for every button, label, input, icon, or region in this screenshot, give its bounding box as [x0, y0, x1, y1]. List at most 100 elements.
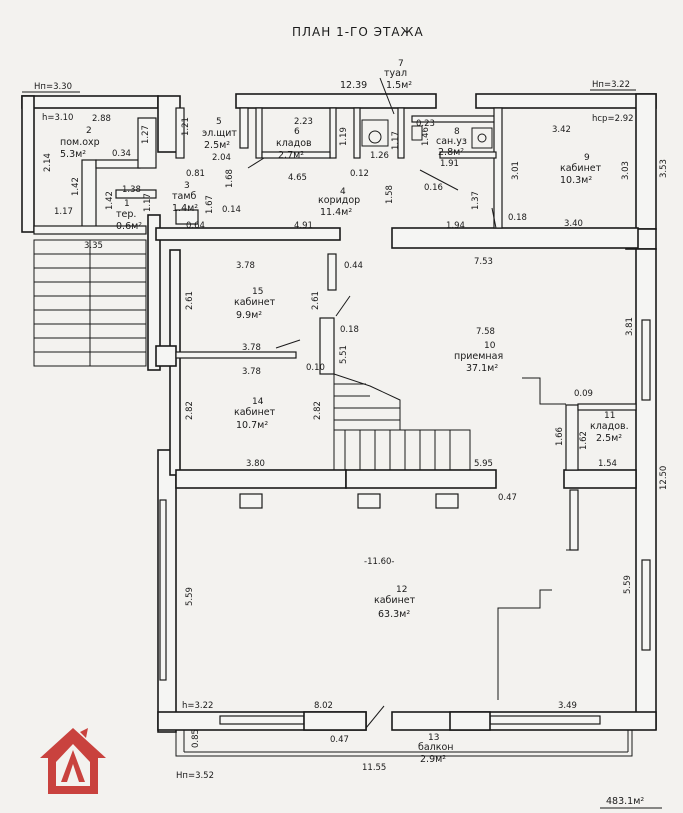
wall-right-top — [635, 93, 657, 230]
wall-room6-right — [329, 107, 337, 159]
sink-small-icon — [411, 125, 423, 141]
dim-label: 0.14 — [222, 205, 241, 215]
room-13-name: балкон — [418, 742, 454, 753]
dim-label: 2.23 — [294, 117, 313, 127]
dim-label: 7.53 — [474, 257, 493, 267]
wall-room3-door — [175, 209, 199, 225]
dim-label: 1.54 — [598, 459, 617, 469]
dim-label: 5.59 — [185, 587, 195, 606]
wall-room3-top — [115, 189, 157, 199]
dim-label: 1.91 — [440, 159, 459, 169]
dim-label: 2.82 — [313, 401, 323, 420]
dim-label: 1.17 — [143, 193, 153, 212]
dim-label: 0.34 — [112, 149, 131, 159]
wall-room5-right — [239, 107, 249, 149]
pier-left — [155, 345, 177, 367]
dim-label: 3.78 — [242, 343, 261, 353]
wall-room7-right — [397, 107, 405, 159]
column-1 — [239, 493, 263, 509]
room-10-area: 37.1м² — [466, 363, 498, 374]
room-4-name: коридор — [318, 195, 360, 206]
dim-label: 0.85 — [191, 729, 201, 748]
dim-label: 12.39 — [340, 80, 367, 91]
room-labels: 1 тер. 0.6м² 2 пом.охр 5.3м² 3 тамб 1.4м… — [60, 59, 629, 765]
room-5-area: 2.5м² — [204, 140, 230, 151]
dim-label: 0.10 — [306, 363, 325, 373]
window-right-1 — [641, 319, 651, 401]
dim-label: 3.03 — [621, 161, 631, 180]
wall-room12-north — [345, 469, 497, 489]
room-6-num: 6 — [294, 127, 300, 137]
dim-label: 1.37 — [471, 191, 481, 210]
room-5-name: эл.щит — [202, 128, 237, 139]
wall-room14-south — [175, 469, 347, 489]
dim-label: 0.47 — [498, 493, 517, 503]
door-swing-room15 — [275, 339, 301, 349]
dim-label: 2.04 — [212, 153, 231, 163]
dim-label: 1.68 — [225, 169, 235, 188]
room-6-area: 2.7м² — [278, 150, 304, 161]
dim-label: 1.46 — [421, 127, 431, 146]
wall-room9-left — [493, 107, 503, 229]
room-8-name: сан.уз — [436, 136, 467, 147]
toilet-bowl-icon — [368, 130, 382, 144]
room-1-name: тер. — [116, 209, 136, 220]
wall-room7-left — [353, 107, 361, 159]
pier-bottom-1 — [303, 711, 367, 731]
dim-label: 2.82 — [185, 401, 195, 420]
stairs-left — [33, 239, 147, 367]
room-15-name: кабинет — [234, 297, 276, 308]
dim-label: 0.44 — [344, 261, 363, 271]
wall-room11-south — [563, 469, 637, 489]
balcony-outline — [175, 730, 633, 757]
height-top-left: Hп=3.30 — [34, 82, 72, 92]
height-room2: h=3.10 — [42, 113, 73, 123]
wall-room15-right — [327, 253, 337, 291]
dim-label: 0.18 — [340, 325, 359, 335]
height-top-right: Hп=3.22 — [592, 80, 630, 90]
dim-label: 1.58 — [385, 185, 395, 204]
dim-label: 1.67 — [205, 195, 215, 214]
room-11-num: 11 — [604, 411, 615, 421]
room-1-num: 1 — [124, 199, 130, 209]
wall-room6-left — [255, 107, 263, 159]
wall-left-top — [21, 95, 35, 233]
wall-room8-south — [439, 151, 497, 159]
wall-stairs-top — [33, 225, 147, 235]
wall-room14-right — [319, 317, 335, 375]
height-bottom: Hп=3.52 — [176, 771, 214, 781]
window-bottom-1 — [219, 715, 305, 725]
room-2-name: пом.охр — [60, 137, 100, 148]
room-11-area: 2.5м² — [596, 433, 622, 444]
room-10-num: 10 — [484, 341, 496, 351]
room-4-num: 4 — [340, 187, 346, 197]
dim-label: 2.88 — [92, 114, 111, 124]
room-5-num: 5 — [216, 117, 222, 127]
door-swing-bottom — [365, 705, 385, 729]
dim-label: 3.42 — [552, 125, 571, 135]
room-12-area: 63.3м² — [378, 609, 410, 620]
misc-lines — [22, 77, 636, 757]
dim-label: 0.16 — [424, 183, 443, 193]
wall-room11-top — [577, 403, 637, 411]
wall-room15-14 — [175, 351, 297, 359]
wall-room5-left — [175, 107, 185, 159]
dim-label: 3.40 — [564, 219, 583, 229]
room-1-area: 0.6м² — [116, 221, 142, 232]
window-right-2 — [641, 559, 651, 651]
dim-label: 2.61 — [311, 291, 321, 310]
dim-label: 1.17 — [391, 131, 401, 150]
room-10-name: приемная — [454, 351, 503, 362]
room-9-area: 10.3м² — [560, 175, 592, 186]
dim-label: 1.27 — [141, 125, 151, 144]
room-7-num: 7 — [398, 59, 404, 69]
wall-room2-inner — [81, 159, 97, 233]
dim-label: 4.91 — [294, 221, 313, 231]
column-3 — [435, 493, 459, 509]
wall-room2-right — [137, 117, 157, 169]
room-2-num: 2 — [86, 126, 92, 136]
dim-label: 0.47 — [330, 735, 349, 745]
dim-label: 3.53 — [659, 159, 669, 178]
room-3-area: 1.4м² — [172, 203, 198, 214]
total-area: 483.1м² — [606, 796, 644, 807]
